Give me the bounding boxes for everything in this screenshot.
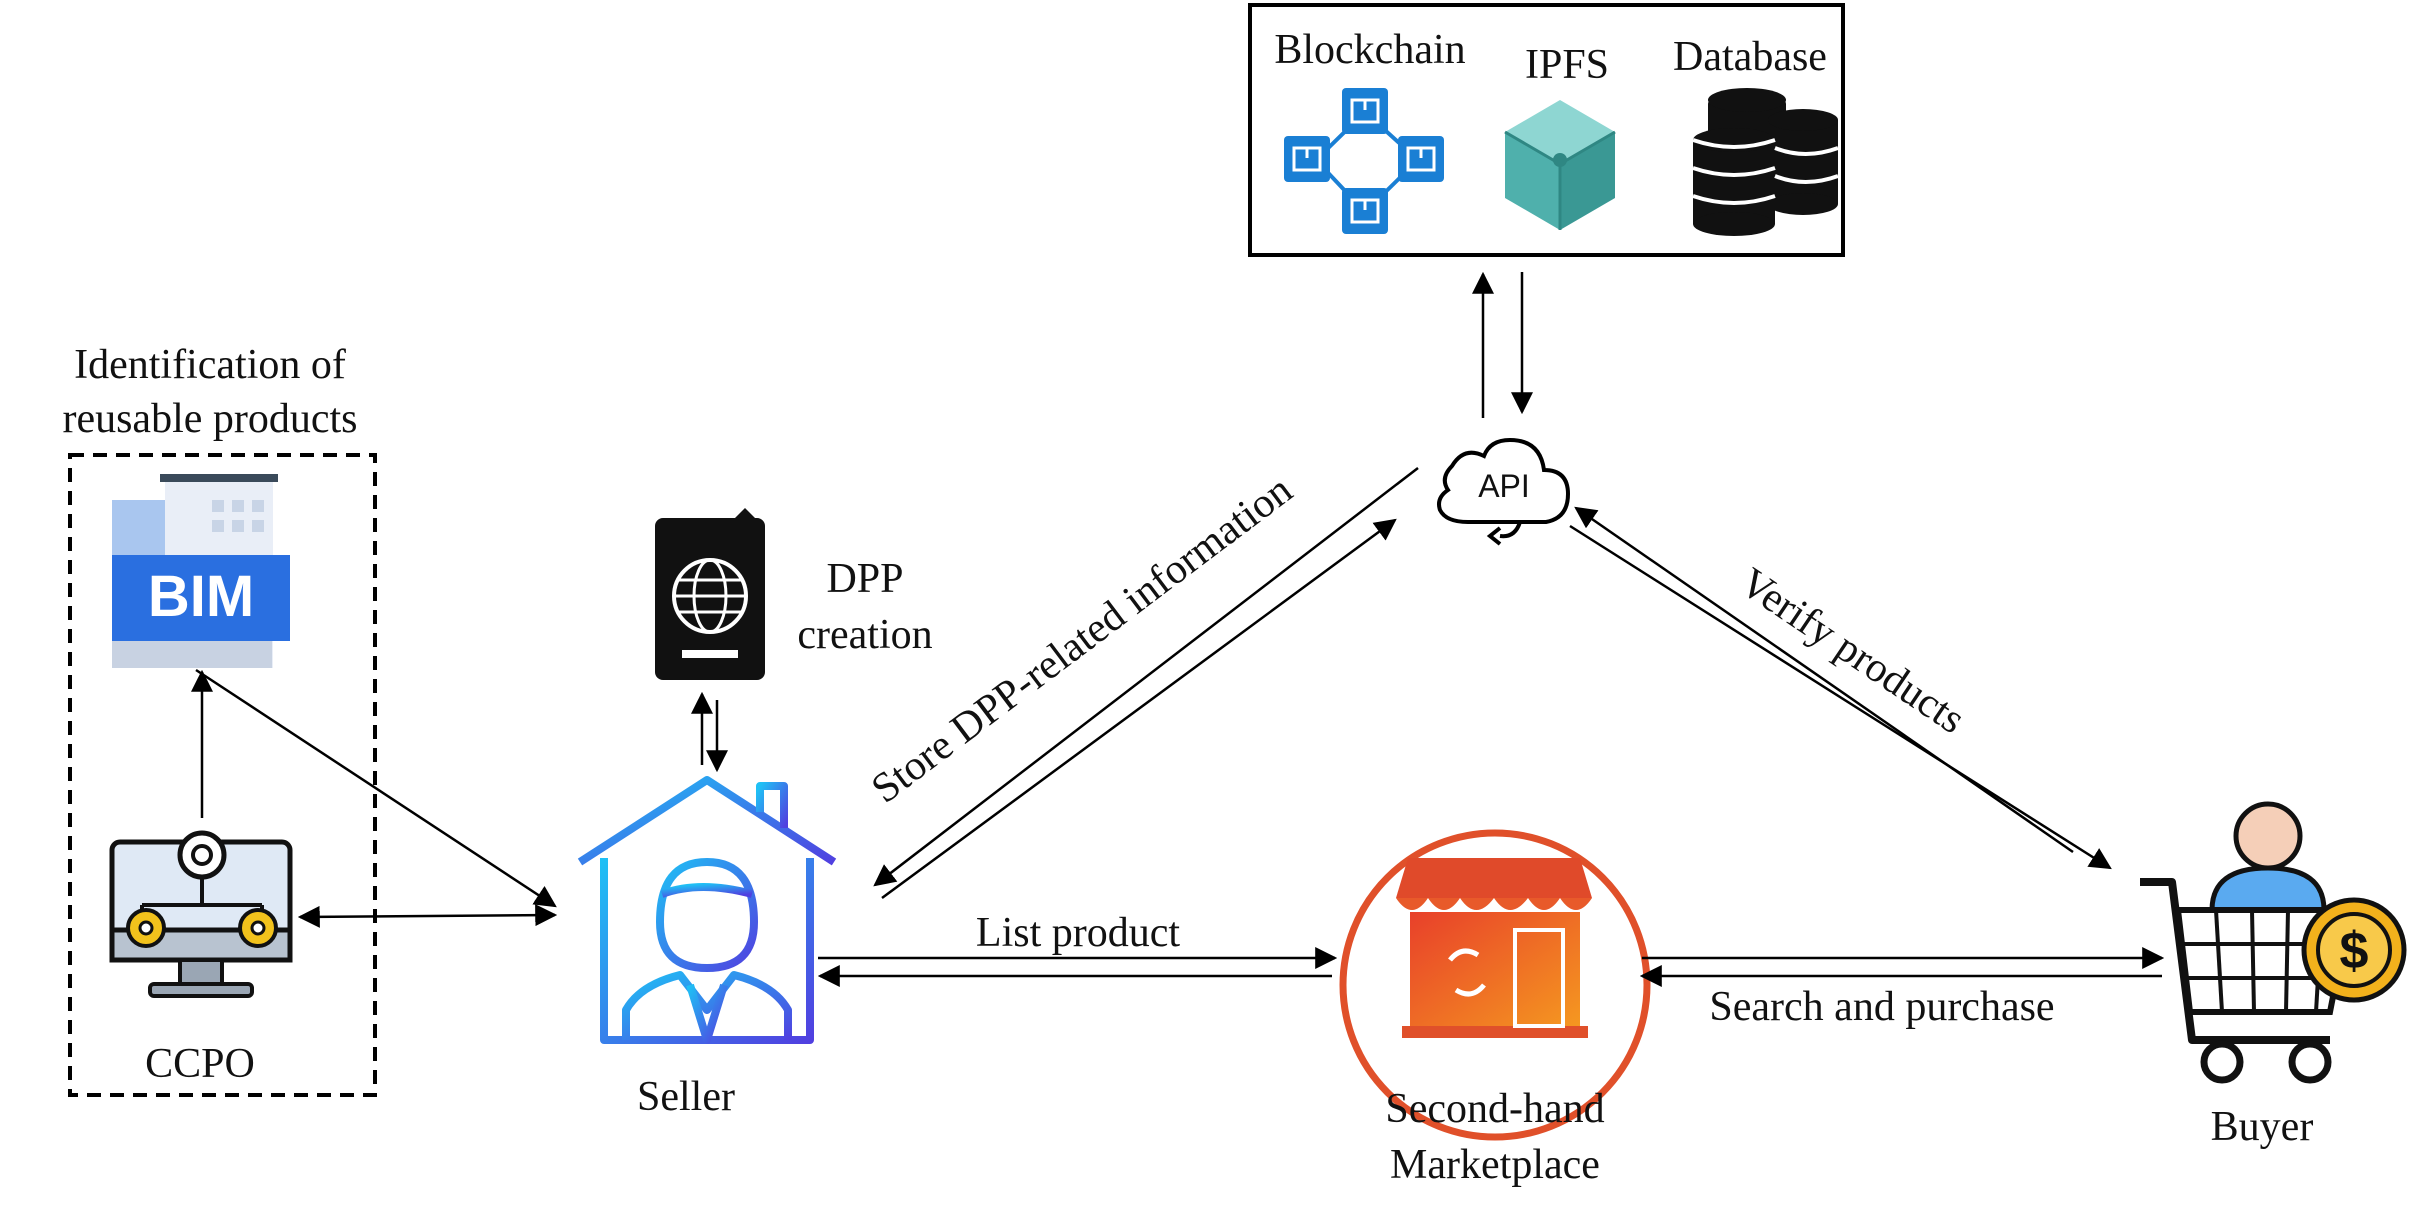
list-product-label: List product	[976, 910, 1180, 956]
marketplace-label-line2: Marketplace	[1390, 1142, 1600, 1188]
api-to-buyer-arrow	[1569, 524, 2112, 870]
svg-text:$: $	[2340, 922, 2369, 980]
search-purchase-label: Search and purchase	[1709, 984, 2054, 1030]
buyer-to-api-arrow	[1574, 506, 2074, 854]
seller-ccpo-arrow	[297, 904, 558, 928]
buyer-head	[2233, 801, 2303, 871]
identification-group: Identification of reusable products BIM	[62, 342, 377, 1097]
buyer-cart-icon: $	[2140, 801, 2407, 1084]
database-label: Database	[1673, 34, 1827, 80]
cloud-icon	[1437, 437, 1571, 524]
identification-dashed-box	[68, 453, 377, 1097]
ccpo-monitor-icon	[109, 830, 293, 998]
api-label: API	[1478, 468, 1530, 504]
bim-to-seller-arrow	[195, 668, 557, 908]
api-cloud: API	[1437, 437, 1571, 546]
blockchain-icon	[1284, 88, 1444, 234]
api-to-seller-arrow	[873, 467, 1419, 887]
database-icon	[1692, 88, 1839, 236]
bim-label: BIM	[148, 564, 254, 629]
bim-icon: BIM	[112, 474, 290, 668]
dpp-label-line1: DPP	[826, 556, 903, 602]
blockchain-label: Blockchain	[1274, 27, 1465, 73]
ipfs-cube-icon	[1504, 100, 1616, 230]
storage-panel: Blockchain IPFS Database	[1248, 3, 1845, 257]
identification-title-line2: reusable products	[62, 396, 357, 442]
ccpo-label: CCPO	[145, 1041, 255, 1087]
dpp-label-line2: creation	[797, 612, 932, 658]
seller-label: Seller	[637, 1074, 735, 1120]
dpp-passport-icon	[655, 508, 765, 680]
marketplace-label-line1: Second-hand	[1385, 1086, 1604, 1132]
buyer-label: Buyer	[2211, 1104, 2314, 1150]
seller-house-icon	[577, 776, 837, 1044]
refresh-icon	[1448, 948, 1486, 997]
refresh-arrow-icon	[1499, 521, 1522, 539]
seller-to-api-arrow	[881, 518, 1397, 900]
identification-title-line1: Identification of	[74, 342, 346, 388]
marketplace-icon	[1339, 829, 1651, 1141]
buyer-body	[2209, 865, 2327, 913]
ipfs-label: IPFS	[1525, 42, 1609, 88]
